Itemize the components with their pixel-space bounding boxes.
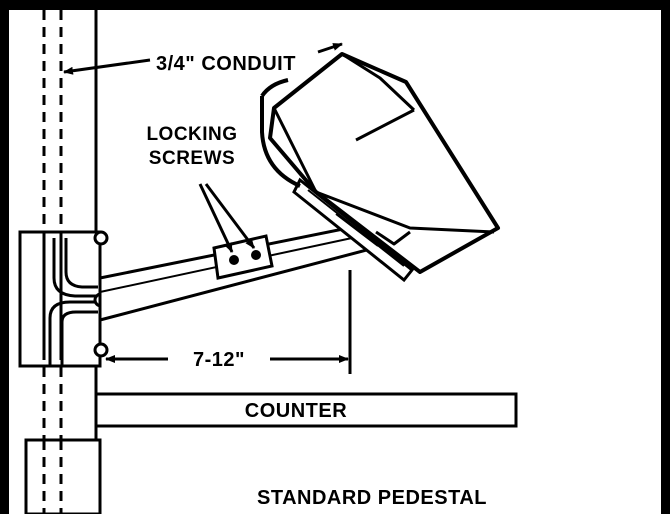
conduit-label: 3/4" CONDUIT (156, 53, 296, 75)
pedestal: STANDARD PEDESTAL (24, 438, 487, 514)
locking-screw-2 (251, 250, 261, 260)
conduit-callout: 3/4" CONDUIT (63, 42, 343, 75)
pedestal-label: STANDARD PEDESTAL (257, 487, 487, 509)
locking-label-line2: SCREWS (149, 148, 235, 169)
locking-screw-1 (229, 255, 239, 265)
locking-screws-callout: LOCKING SCREWS (146, 124, 256, 253)
counter: COUNTER (94, 392, 518, 428)
locking-label-line1: LOCKING (146, 124, 237, 145)
pole-display (260, 52, 500, 274)
dimension-label: 7-12" (193, 349, 245, 371)
support-arm (98, 220, 384, 322)
junction-box (18, 230, 109, 368)
counter-label: COUNTER (245, 400, 347, 422)
dimension-callout: 7-12" (105, 270, 352, 374)
